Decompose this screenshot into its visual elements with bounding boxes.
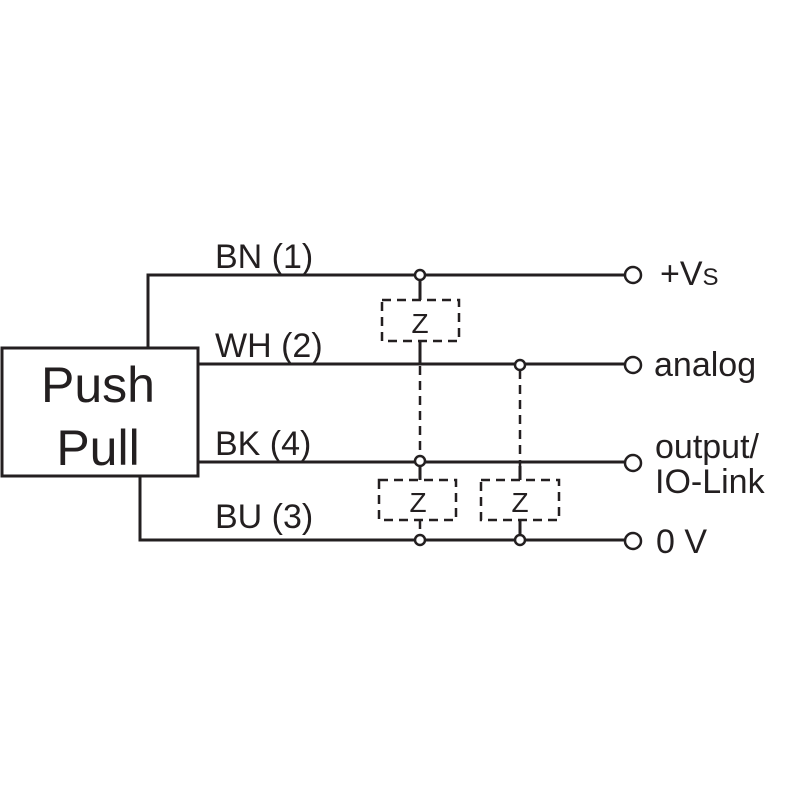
terminal-label-vs-sub: S [703, 264, 719, 291]
terminal-label-output-line1: output/ [655, 428, 760, 466]
junction-dot [513, 358, 527, 372]
junction-dot [513, 533, 527, 547]
terminal-vs [623, 265, 643, 285]
wire-bn [146, 273, 625, 348]
terminal-label-vs-main: +V [660, 255, 703, 293]
load-box-z2 [377, 478, 458, 522]
terminal-0v [623, 531, 643, 551]
wire-label-bk: BK (4) [215, 425, 311, 463]
terminal-output [623, 453, 643, 473]
wire-bu [138, 476, 625, 542]
junction-dot [413, 454, 427, 468]
load-label-z3: Z [511, 487, 528, 518]
block-label-line1: Push [41, 357, 155, 413]
wire-label-bu: BU (3) [215, 498, 313, 536]
terminal-label-analog: analog [654, 346, 756, 384]
terminal-label-vs: +VS [660, 255, 719, 293]
terminal-analog [623, 355, 643, 375]
load-label-z2: Z [409, 487, 426, 518]
wire-label-wh: WH (2) [215, 327, 323, 365]
terminal-label-0v: 0 V [656, 523, 707, 561]
terminal-label-output-line2: IO-Link [655, 463, 766, 501]
push-pull-block [0, 346, 200, 478]
junction-dot [413, 533, 427, 547]
load-label-z1: Z [411, 308, 428, 339]
junction-dot [413, 268, 427, 282]
block-label-line2: Pull [56, 420, 139, 476]
wire-label-bn: BN (1) [215, 238, 313, 276]
